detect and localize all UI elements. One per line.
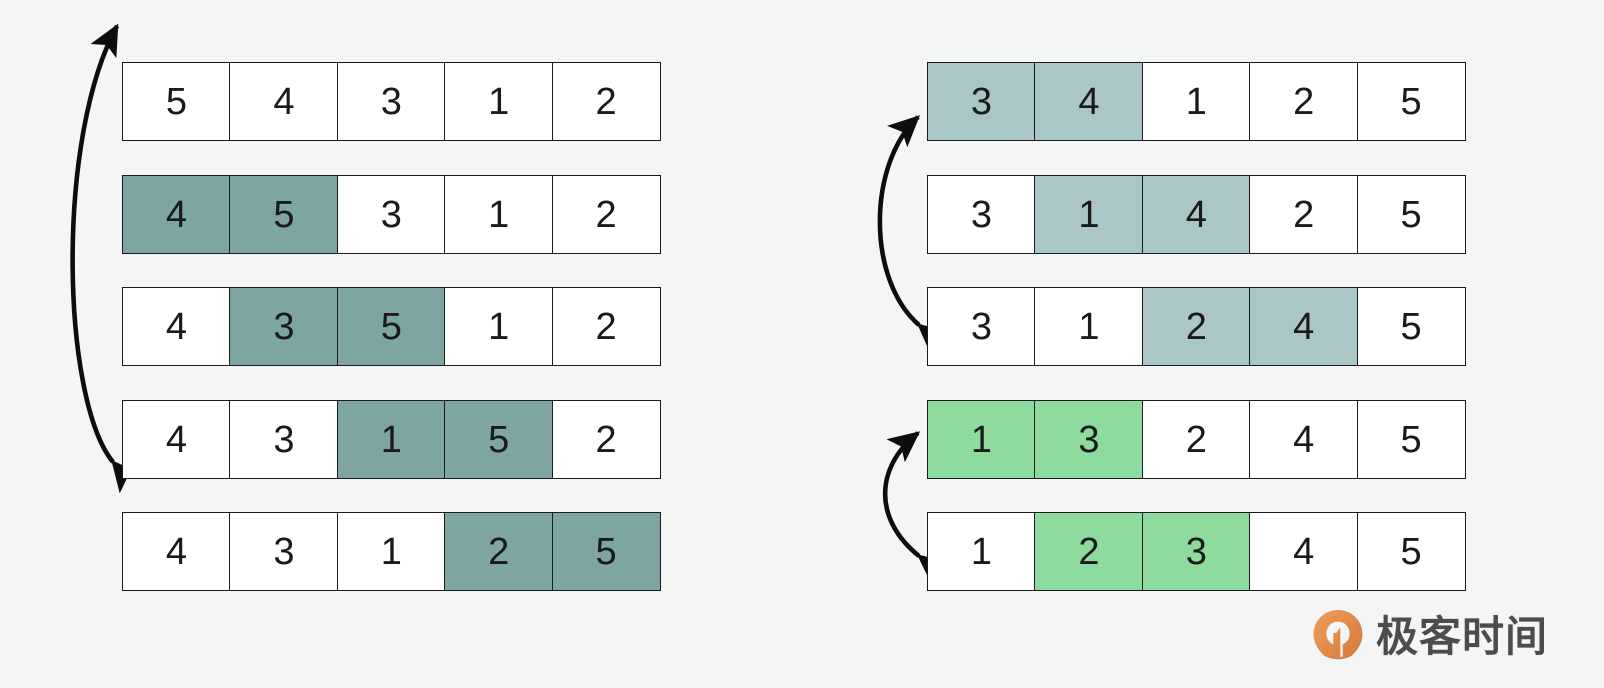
array-cell: 2 bbox=[1249, 62, 1359, 141]
array-cell: 3 bbox=[927, 62, 1036, 141]
geektime-drop-icon bbox=[1313, 610, 1363, 665]
arrow-left-double bbox=[70, 23, 143, 494]
array-cell: 5 bbox=[229, 175, 339, 254]
array-cell: 4 bbox=[1249, 400, 1359, 479]
array-cell: 3 bbox=[336, 175, 446, 254]
array-cell: 2 bbox=[1141, 400, 1251, 479]
array-cell: 2 bbox=[444, 512, 554, 591]
array-cell: 3 bbox=[229, 287, 339, 366]
arrow-right-lower-double bbox=[882, 431, 951, 586]
array-cell: 4 bbox=[1141, 175, 1251, 254]
array-cell: 2 bbox=[551, 62, 661, 141]
array-cell: 3 bbox=[927, 175, 1036, 254]
array-cell: 5 bbox=[444, 400, 554, 479]
array-cell: 2 bbox=[551, 287, 661, 366]
array-cell: 2 bbox=[1034, 512, 1144, 591]
array-cell: 3 bbox=[1034, 400, 1144, 479]
array-cell: 2 bbox=[1141, 287, 1251, 366]
array-cell: 1 bbox=[927, 400, 1036, 479]
array-cell: 1 bbox=[927, 512, 1036, 591]
array-cell: 4 bbox=[1034, 62, 1144, 141]
array-cell: 4 bbox=[229, 62, 339, 141]
arrow-right-upper-double bbox=[877, 115, 951, 355]
array-cell: 5 bbox=[336, 287, 446, 366]
array-cell: 1 bbox=[444, 175, 554, 254]
array-cell: 2 bbox=[551, 400, 661, 479]
array-cell: 1 bbox=[444, 287, 554, 366]
array-cell: 5 bbox=[1356, 287, 1466, 366]
array-cell: 4 bbox=[122, 287, 231, 366]
array-cell: 1 bbox=[444, 62, 554, 141]
array-cell: 4 bbox=[1249, 512, 1359, 591]
array-cell: 4 bbox=[122, 400, 231, 479]
array-cell: 5 bbox=[1356, 175, 1466, 254]
array-cell: 5 bbox=[1356, 400, 1466, 479]
array-cell: 2 bbox=[1249, 175, 1359, 254]
array-cell: 2 bbox=[551, 175, 661, 254]
array-cell: 1 bbox=[1034, 175, 1144, 254]
array-cell: 5 bbox=[122, 62, 231, 141]
geektime-wordmark: 极客时间 bbox=[1376, 612, 1549, 661]
array-cell: 1 bbox=[1034, 287, 1144, 366]
array-cell: 4 bbox=[1249, 287, 1359, 366]
geektime-logo: 极客时间 bbox=[1312, 606, 1547, 668]
array-cell: 1 bbox=[336, 400, 446, 479]
array-cell: 3 bbox=[229, 512, 339, 591]
array-cell: 3 bbox=[1141, 512, 1251, 591]
array-cell: 5 bbox=[551, 512, 661, 591]
array-cell: 4 bbox=[122, 512, 231, 591]
array-cell: 5 bbox=[1356, 62, 1466, 141]
array-cell: 3 bbox=[229, 400, 339, 479]
array-cell: 4 bbox=[122, 175, 231, 254]
array-cell: 3 bbox=[927, 287, 1036, 366]
array-cell: 3 bbox=[336, 62, 446, 141]
array-cell: 1 bbox=[1141, 62, 1251, 141]
array-cell: 5 bbox=[1356, 512, 1466, 591]
array-cell: 1 bbox=[336, 512, 446, 591]
